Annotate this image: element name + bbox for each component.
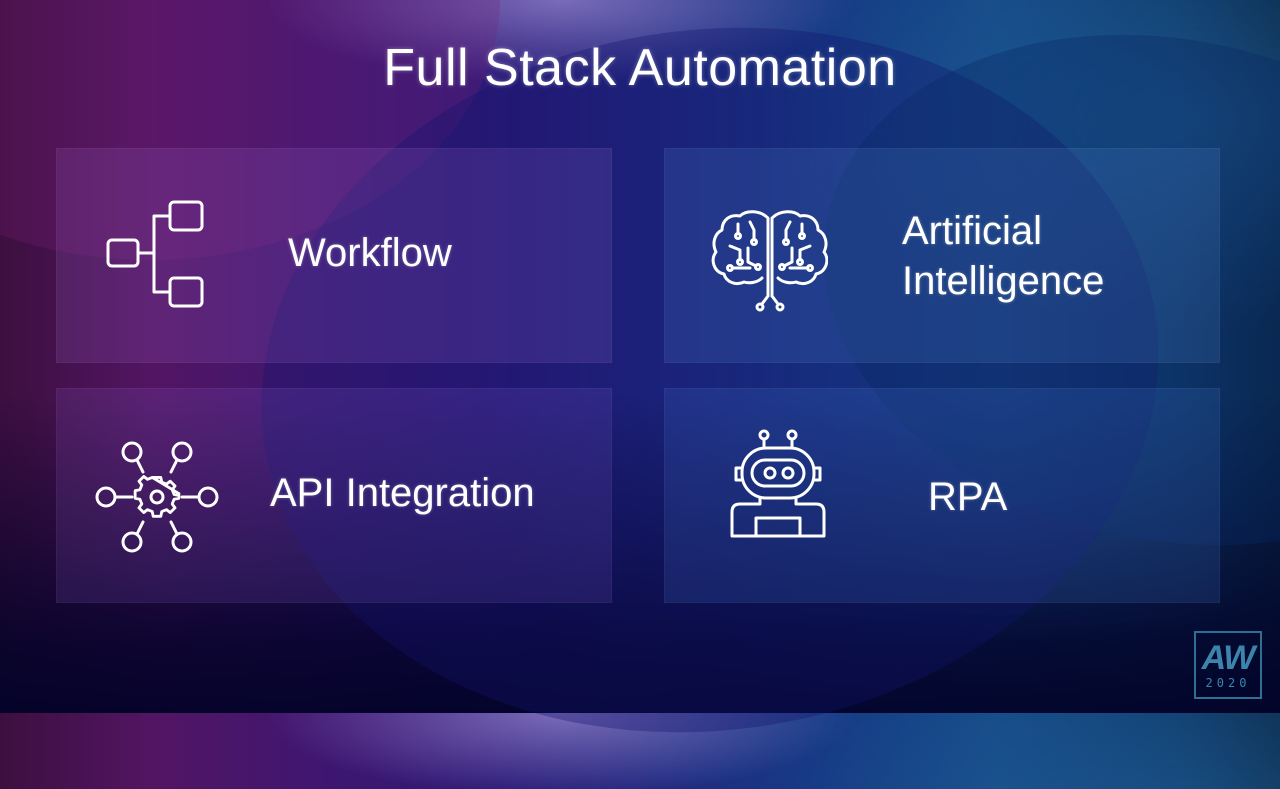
card-label: API Integration xyxy=(270,471,535,515)
gear-network-icon xyxy=(95,441,219,553)
logo-year: 2020 xyxy=(1205,676,1251,690)
brain-circuit-icon xyxy=(711,210,828,312)
card-label-line: Artificial xyxy=(902,209,1043,253)
robot-icon xyxy=(730,429,826,538)
card-workflow: Workflow xyxy=(56,148,612,363)
card-label: Workflow xyxy=(288,231,452,275)
slide-title: Full Stack Automation xyxy=(383,39,897,97)
card-label-line: Intelligence xyxy=(902,259,1105,303)
aw-2020-logo: AW 2020 xyxy=(1194,631,1262,699)
card-api-integration: API Integration xyxy=(56,388,612,603)
card-artificial-intelligence: Artificial Intelligence xyxy=(664,148,1220,363)
workflow-hierarchy-icon xyxy=(106,200,204,308)
card-rpa: RPA xyxy=(664,388,1220,603)
card-label: Artificial Intelligence xyxy=(902,206,1104,306)
logo-mark: AW xyxy=(1201,639,1256,677)
card-label: RPA xyxy=(928,475,1008,519)
